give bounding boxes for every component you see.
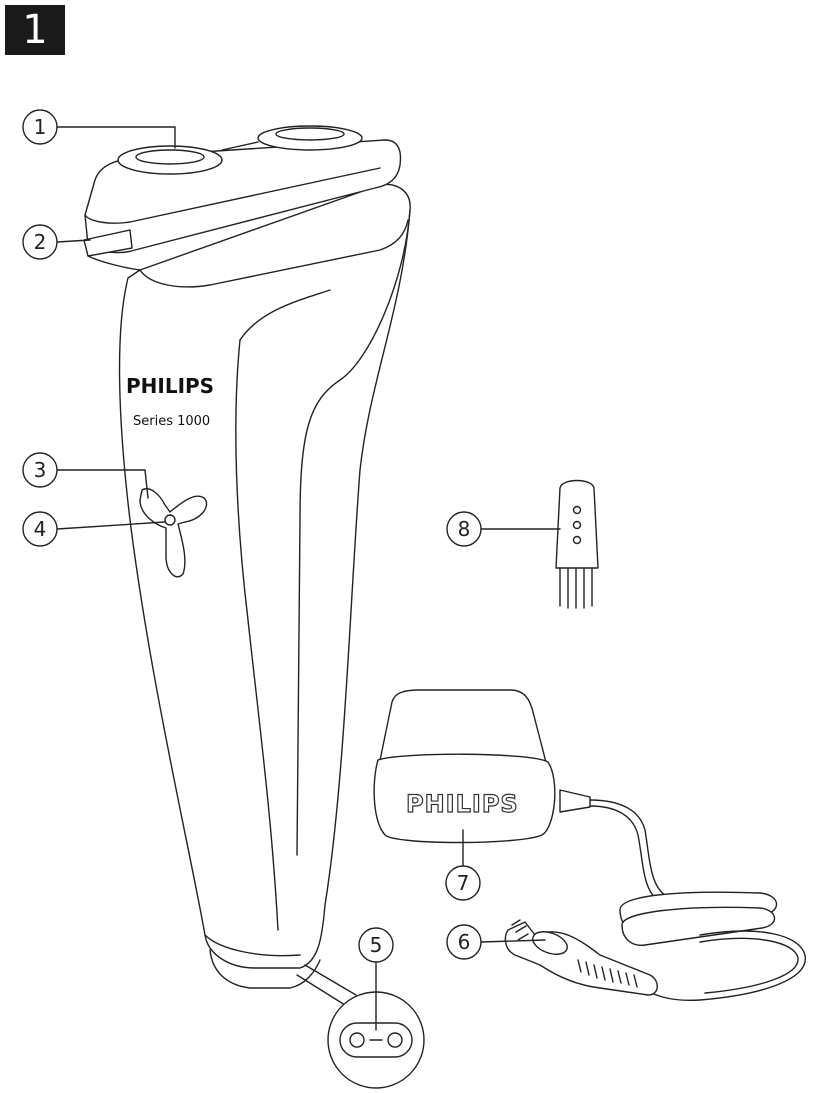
callout-3: 3 [22, 452, 149, 499]
callout-7: 7 [445, 829, 481, 901]
callout-5: 5 [358, 927, 394, 1031]
callout-8: 8 [446, 511, 561, 547]
svg-text:4: 4 [34, 517, 47, 541]
svg-text:8: 8 [458, 517, 471, 541]
figure-number-badge: 1 [5, 5, 65, 55]
shaver-brand-label: PHILIPS [126, 374, 214, 398]
svg-text:3: 3 [34, 458, 47, 482]
socket-detail [296, 964, 425, 1089]
callout-4: 4 [22, 511, 166, 547]
adapter-brand-label: PHILIPS [406, 790, 519, 818]
svg-text:7: 7 [457, 871, 470, 895]
power-cord [589, 799, 806, 1002]
on-off-button[interactable] [139, 488, 208, 578]
svg-text:6: 6 [458, 930, 471, 954]
svg-text:2: 2 [34, 230, 47, 254]
callout-6: 6 [446, 924, 546, 960]
callout-1: 1 [22, 109, 176, 149]
shaver-body: PHILIPS Series 1000 [83, 125, 411, 989]
svg-text:5: 5 [370, 933, 383, 957]
power-adapter: PHILIPS [373, 689, 591, 844]
shaver-model-label: Series 1000 [133, 414, 210, 429]
svg-text:1: 1 [34, 115, 47, 139]
callout-2: 2 [22, 224, 91, 260]
cleaning-brush [555, 479, 599, 609]
